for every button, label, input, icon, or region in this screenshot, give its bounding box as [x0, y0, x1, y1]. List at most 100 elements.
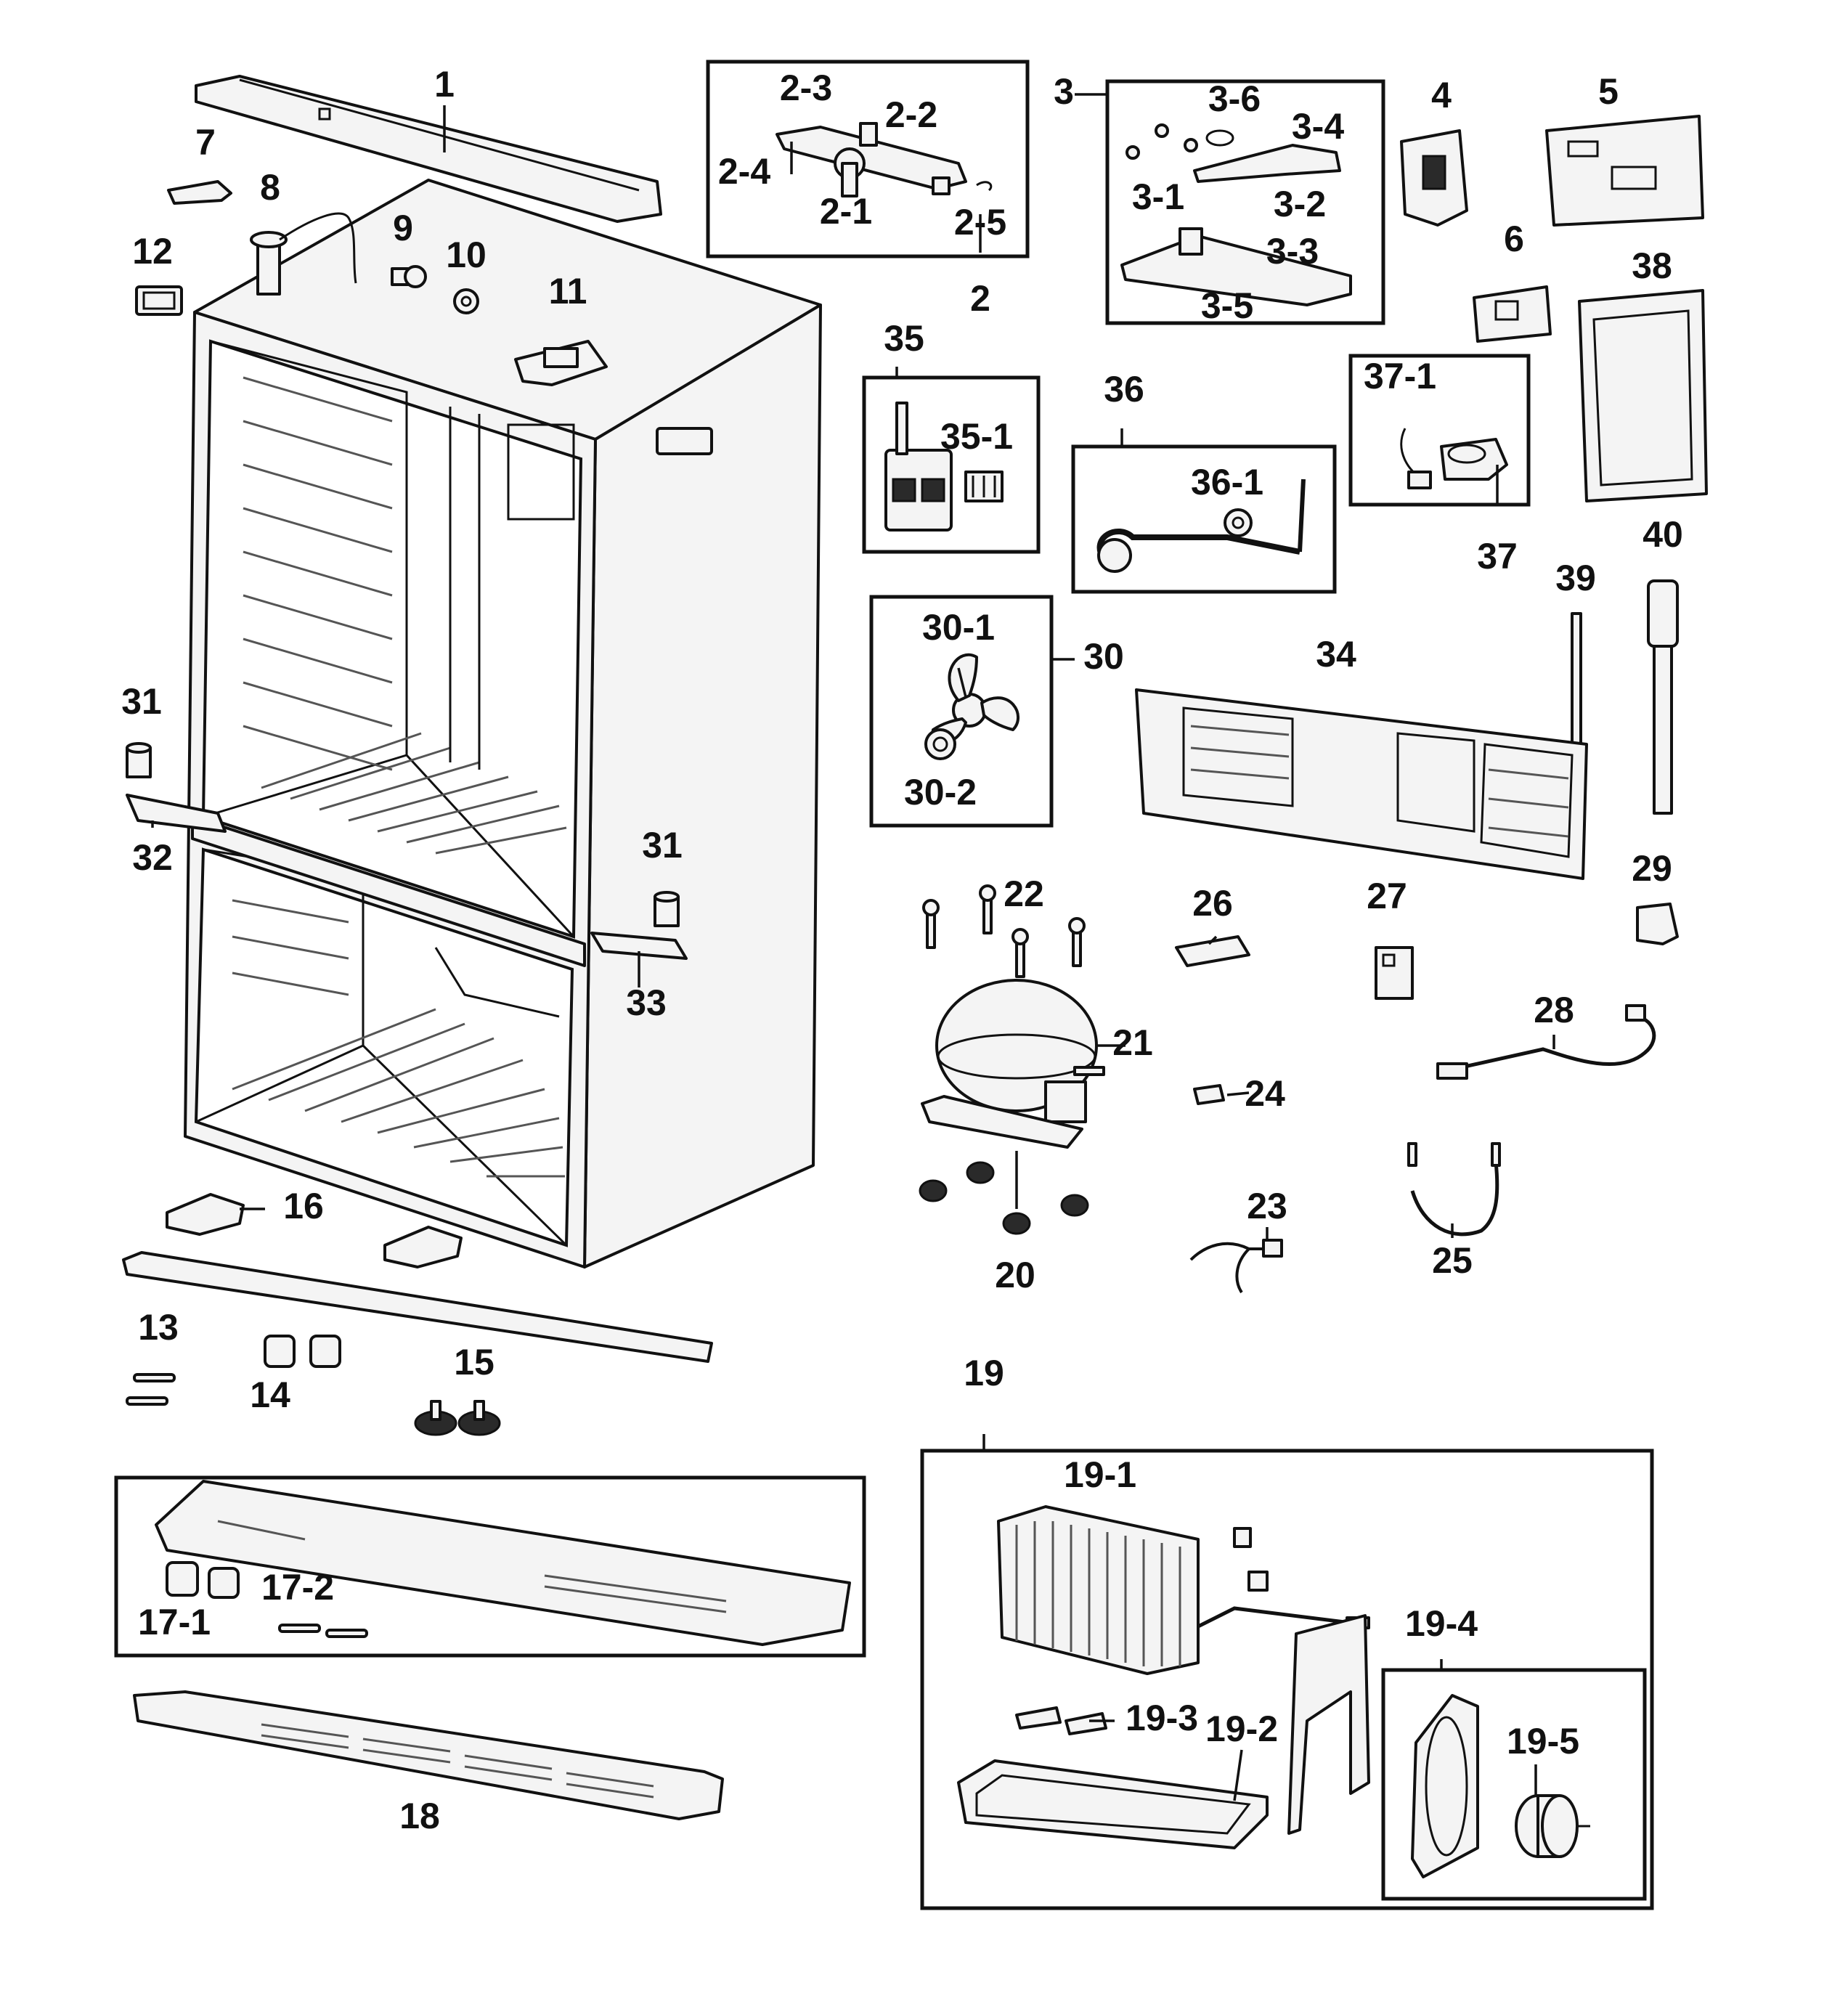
- part-17-2-pins: [278, 1624, 368, 1638]
- label-17-2: 17-2: [261, 1567, 334, 1608]
- part-35-group-box: [862, 375, 1041, 554]
- part-30-1-fan-blade: [931, 653, 1019, 744]
- label-3: 3: [1054, 71, 1074, 112]
- label-35: 35: [884, 318, 924, 359]
- label-11: 11: [549, 271, 587, 311]
- label-19-1: 19-1: [1064, 1454, 1136, 1495]
- label-34: 34: [1316, 634, 1356, 675]
- part-14-rollers: [264, 1335, 341, 1368]
- part-25-harness: [1407, 1142, 1501, 1237]
- label-5: 5: [1598, 71, 1619, 112]
- part-19-5-fan-motor: [1515, 1794, 1590, 1858]
- label-3-2: 3-2: [1274, 184, 1326, 224]
- refrigerator-cabinet: [184, 179, 822, 1268]
- part-4-dispenser-switch: [1400, 129, 1468, 227]
- label-33: 33: [626, 982, 667, 1023]
- label-24: 24: [1245, 1073, 1285, 1114]
- label-10: 10: [446, 235, 487, 275]
- part-3-group-box: [1105, 79, 1385, 325]
- label-18: 18: [399, 1796, 440, 1836]
- label-26: 26: [1192, 883, 1233, 924]
- part-24-clip: [1193, 1084, 1225, 1105]
- part-28-power-cord: [1436, 1004, 1656, 1080]
- label-19-4: 19-4: [1405, 1603, 1478, 1644]
- label-20: 20: [995, 1255, 1035, 1295]
- label-9: 9: [393, 208, 413, 248]
- part-11-sensor-housing: [514, 340, 608, 386]
- part-13-pins: [126, 1373, 176, 1406]
- label-30-1: 30-1: [922, 607, 995, 648]
- label-21: 21: [1112, 1022, 1153, 1063]
- label-31a: 31: [121, 681, 162, 722]
- label-3-5: 3-5: [1201, 285, 1253, 326]
- part-31-hinge-pin-left: [126, 742, 152, 778]
- part-30-group-box: [869, 595, 1054, 828]
- part-29-relay: [1636, 903, 1679, 945]
- part-17-group-box: [114, 1475, 866, 1658]
- label-17-1: 17-1: [138, 1602, 211, 1642]
- label-7: 7: [195, 122, 216, 163]
- label-8: 8: [260, 167, 280, 208]
- label-37-1: 37-1: [1364, 356, 1436, 396]
- label-1: 1: [434, 64, 455, 105]
- callout-labels: 1 2 2-1 2-2 2-3 2-4 2-5 3 3-1 3-2 3-3 3-…: [121, 64, 1683, 1836]
- label-23: 23: [1247, 1186, 1287, 1226]
- label-2-2: 2-2: [885, 94, 937, 135]
- part-17-base-plate: [155, 1480, 851, 1646]
- part-34-back-panel: [1135, 688, 1588, 880]
- label-39: 39: [1555, 558, 1596, 598]
- label-13: 13: [138, 1307, 179, 1348]
- label-3-3: 3-3: [1266, 231, 1319, 272]
- part-19-group-box: [920, 1449, 1654, 1910]
- part-18-front-grille: [133, 1690, 724, 1820]
- label-37: 37: [1477, 536, 1518, 577]
- label-40: 40: [1643, 514, 1683, 555]
- part-40-water-tube: [1647, 579, 1679, 815]
- part-27-pcb: [1375, 946, 1414, 1000]
- part-19-4-group-box: [1381, 1668, 1647, 1901]
- label-2-3: 2-3: [780, 68, 832, 108]
- part-19-1-evaporator: [997, 1505, 1370, 1675]
- part-38-access-cover: [1578, 289, 1708, 502]
- label-19: 19: [964, 1353, 1004, 1393]
- label-25: 25: [1432, 1240, 1473, 1281]
- part-21-compressor: [921, 979, 1105, 1149]
- part-19-4-fan-bracket: [1411, 1694, 1479, 1878]
- part-2-hinge-assembly: [776, 122, 993, 197]
- label-15: 15: [454, 1342, 494, 1382]
- part-37-1-ice-sensor: [1400, 428, 1508, 489]
- label-35-1: 35-1: [940, 416, 1013, 457]
- leader-lines: [151, 93, 1555, 1801]
- label-29: 29: [1632, 848, 1672, 889]
- label-19-2: 19-2: [1205, 1708, 1278, 1749]
- label-3-4: 3-4: [1292, 106, 1344, 147]
- label-19-3: 19-3: [1126, 1698, 1198, 1738]
- label-36-1: 36-1: [1191, 462, 1263, 502]
- part-19-3-clips: [1015, 1706, 1107, 1735]
- part-31-hinge-pin-right: [654, 891, 680, 927]
- label-2: 2: [970, 278, 990, 319]
- part-19-2-evaporator-tray: [957, 1759, 1269, 1849]
- part-16-leveling-feet: [166, 1193, 463, 1268]
- label-30-2: 30-2: [904, 772, 977, 812]
- part-3-hinge-assembly: [1120, 123, 1352, 306]
- label-19-5: 19-5: [1507, 1721, 1579, 1761]
- part-36-heater-tube: [1096, 478, 1306, 573]
- label-38: 38: [1632, 245, 1672, 286]
- part-30-2-fan-nut: [924, 728, 956, 760]
- label-22: 22: [1004, 873, 1044, 914]
- part-15-leveling-legs: [414, 1400, 501, 1436]
- label-31b: 31: [642, 825, 683, 866]
- part-12-label-plate: [135, 285, 183, 316]
- label-36: 36: [1104, 369, 1144, 410]
- top-cover-part: [195, 75, 662, 223]
- label-27: 27: [1367, 876, 1407, 916]
- label-32: 32: [132, 837, 173, 878]
- part-37-group-box: [1348, 354, 1531, 507]
- base-front-rail: [122, 1251, 713, 1363]
- part-35-water-valve: [884, 402, 953, 531]
- evaporator-cover-panel: [1287, 1614, 1370, 1835]
- part-33-middle-hinge-right: [590, 932, 688, 960]
- part-36-1-grommet: [1224, 508, 1253, 537]
